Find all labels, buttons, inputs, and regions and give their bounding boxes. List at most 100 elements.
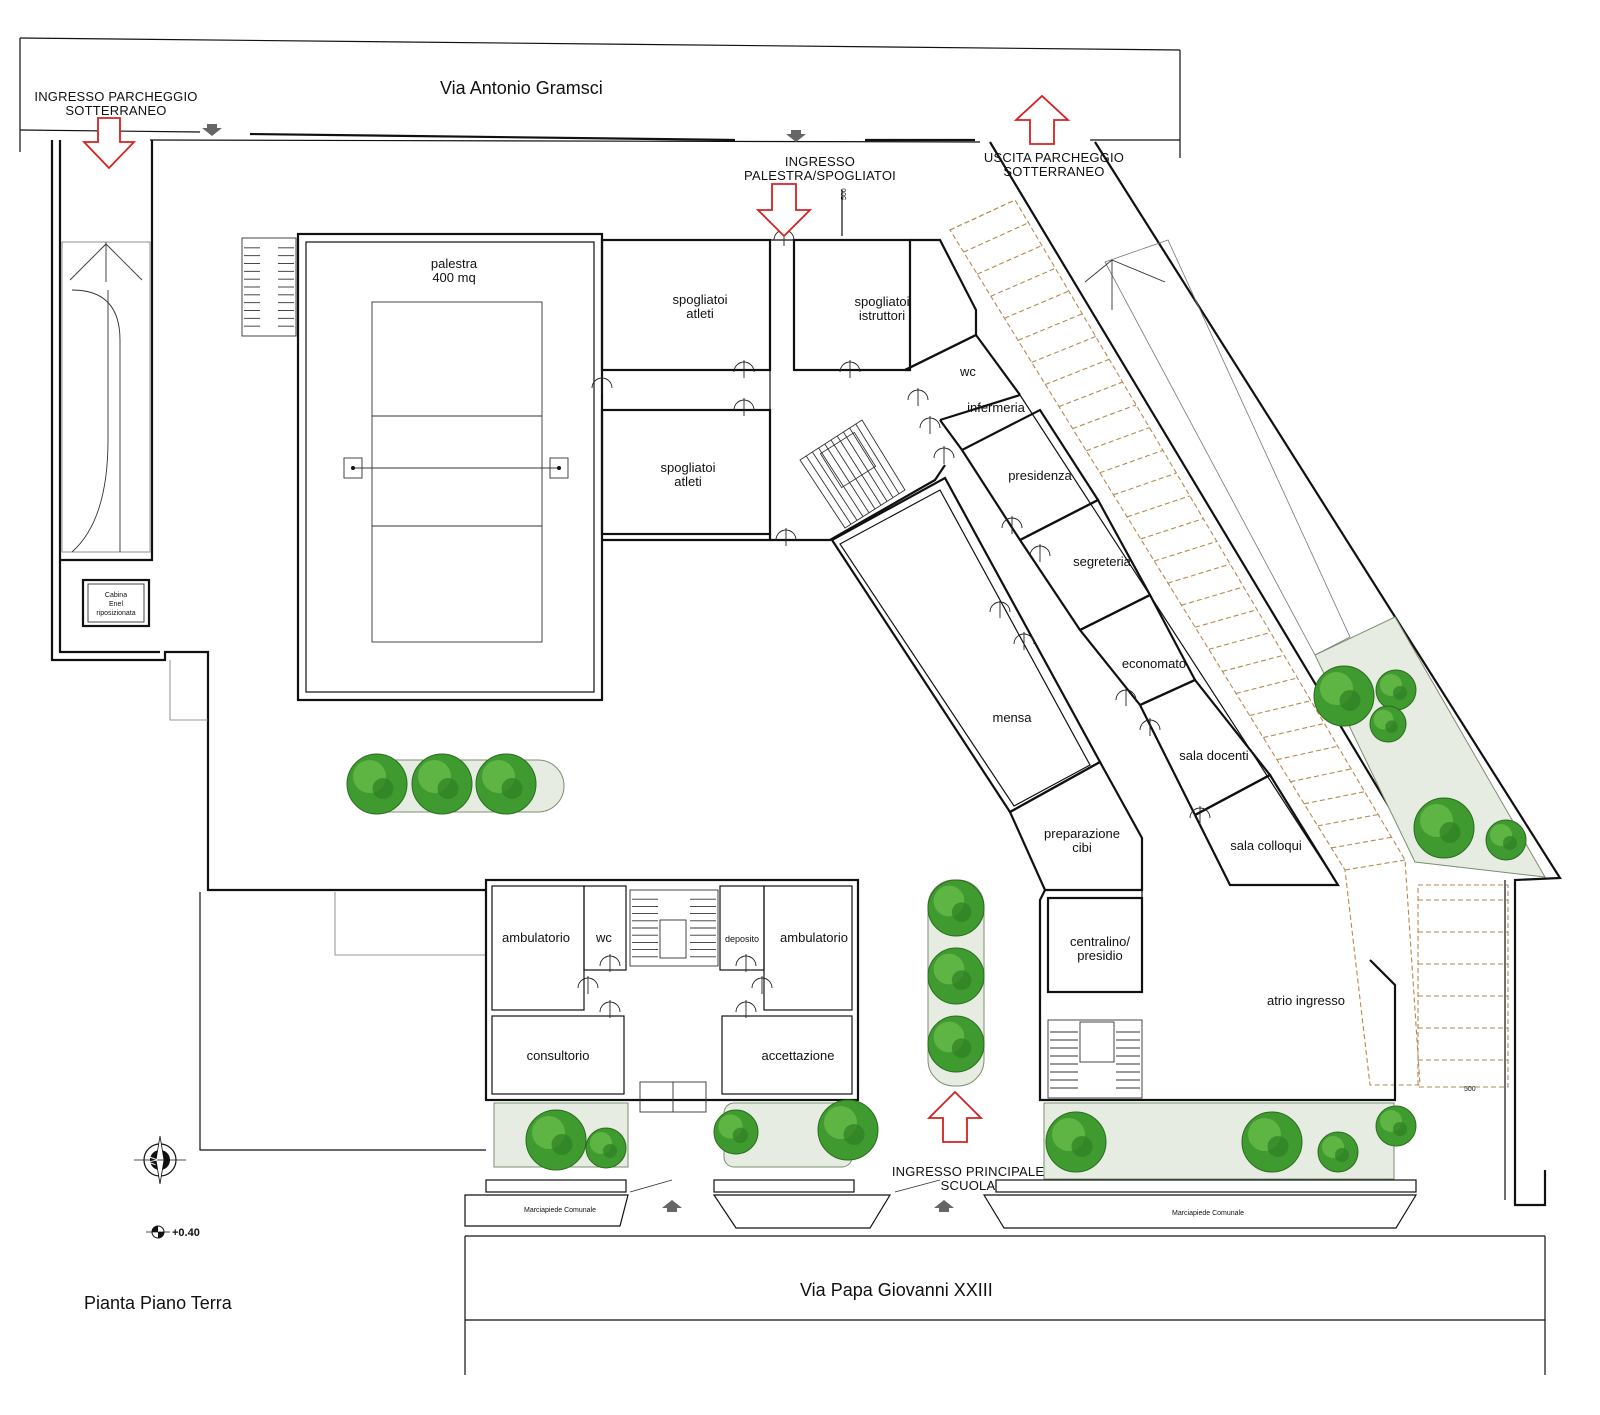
room-presidenza: presidenza <box>1008 468 1072 483</box>
room-palestra: palestra <box>431 256 478 271</box>
locker-rooms <box>600 190 978 542</box>
door-icon <box>735 1000 757 1018</box>
central-stair <box>799 419 906 529</box>
room-spogliatoi-istruttori-b: istruttori <box>859 308 905 323</box>
door-icon <box>839 360 861 378</box>
room-centralino-b: presidio <box>1077 948 1123 963</box>
plan-caption: Pianta Piano Terra <box>84 1293 233 1313</box>
gym-entry-label-2: PALESTRA/SPOGLIATOI <box>744 168 896 183</box>
tree-icon <box>411 753 473 815</box>
tree-icon <box>585 1127 627 1169</box>
door-icon <box>733 398 755 416</box>
level-marker-icon <box>146 1225 170 1239</box>
door-icon <box>1139 718 1161 736</box>
gym-entry-arrow <box>755 183 813 238</box>
pedestrian-ramp <box>949 199 1509 1088</box>
tree-icon <box>1241 1111 1303 1173</box>
room-mensa: mensa <box>992 710 1032 725</box>
room-palestra-area: 400 mq <box>432 270 475 285</box>
room-sala-docenti: sala docenti <box>1179 748 1248 763</box>
site-perimeter <box>50 140 1562 1207</box>
south-street-edges <box>464 1235 1546 1375</box>
street-south-label: Via Papa Giovanni XXIII <box>800 1280 993 1300</box>
door-icon <box>733 360 755 378</box>
tree-icon <box>525 1109 587 1171</box>
room-segreteria: segreteria <box>1073 554 1132 569</box>
room-preparazione: preparazione <box>1044 826 1120 841</box>
door-icon <box>775 528 797 546</box>
room-ambulatorio-east: ambulatorio <box>780 930 848 945</box>
doors <box>577 228 1211 1018</box>
tree-icon <box>1375 669 1417 711</box>
access-arrows <box>81 94 1071 1143</box>
sidewalk-label-west: Marciapiede Comunale <box>524 1207 596 1214</box>
parking-exit-label-2: SOTTERRANEO <box>1003 164 1104 179</box>
room-sala-colloqui: sala colloqui <box>1230 838 1302 853</box>
tree-icon <box>713 1109 759 1155</box>
parking-ramp-west <box>61 241 151 553</box>
tree-icon <box>475 753 537 815</box>
tree-icon <box>1045 1111 1107 1173</box>
level-label: +0.40 <box>172 1227 200 1239</box>
labels: Via Antonio Gramsci Via Papa Giovanni XX… <box>34 78 1475 1313</box>
door-icon <box>735 954 757 972</box>
gym-stair <box>241 237 297 337</box>
room-spogliatoi-atleti-1b: atleti <box>686 306 714 321</box>
room-spogliatoi-atleti-1: spogliatoi <box>673 292 728 307</box>
room-atrio-ingresso: atrio ingresso <box>1267 993 1345 1008</box>
cabina-label-1: Cabina <box>105 592 127 599</box>
cabina-enel <box>81 578 151 628</box>
door-icon <box>751 976 773 994</box>
gym-entry-label: INGRESSO <box>785 154 855 169</box>
dimension-500-north: 500 <box>841 188 848 200</box>
main-entry-label: INGRESSO PRINCIPALE <box>892 1164 1045 1179</box>
tree-icon <box>346 753 408 815</box>
parking-exit-label: USCITA PARCHEGGIO <box>984 150 1124 165</box>
compass-icon <box>134 1135 186 1185</box>
room-economato: economato <box>1122 656 1186 671</box>
cabina-label-2: Enel <box>109 601 123 608</box>
door-icon <box>1029 544 1051 562</box>
door-icon <box>1001 516 1023 534</box>
room-wc-north: wc <box>959 364 976 379</box>
north-street-edges <box>19 37 1181 158</box>
door-icon <box>1115 688 1137 706</box>
room-deposito: deposito <box>725 934 759 944</box>
main-entry-label-2: SCUOLA <box>941 1178 996 1193</box>
cabina-label-3: riposizionata <box>96 610 135 617</box>
door-icon <box>1013 632 1035 650</box>
room-ambulatorio-west: ambulatorio <box>502 930 570 945</box>
tree-icon <box>1317 1131 1359 1173</box>
door-icon <box>599 954 621 972</box>
room-preparazione-b: cibi <box>1072 840 1092 855</box>
tree-icon <box>1313 665 1375 727</box>
door-icon <box>919 416 941 434</box>
tree-icon <box>927 1015 985 1073</box>
sidewalks <box>464 1179 1418 1229</box>
street-north-label: Via Antonio Gramsci <box>440 78 603 98</box>
main-entry-arrow <box>926 1090 984 1143</box>
parking-entry-label: INGRESSO PARCHEGGIO <box>34 89 197 104</box>
tree-icon <box>817 1099 879 1161</box>
door-icon <box>989 600 1011 618</box>
tree-icon <box>1413 797 1475 859</box>
tree-icon <box>1375 1105 1417 1147</box>
mensa-wing <box>830 476 1397 1102</box>
compass-north-label: N <box>147 1155 161 1167</box>
door-icon <box>577 976 599 994</box>
room-spogliatoi-atleti-2b: atleti <box>674 474 702 489</box>
room-consultorio: consultorio <box>527 1048 590 1063</box>
room-accettazione: accettazione <box>762 1048 835 1063</box>
sidewalk-label-east: Marciapiede Comunale <box>1172 1210 1244 1217</box>
room-centralino: centralino/ <box>1070 934 1130 949</box>
door-icon <box>907 388 929 406</box>
room-infermeria: infermeria <box>967 400 1026 415</box>
tree-icon <box>1369 705 1407 743</box>
parking-exit-arrow <box>1013 94 1071 145</box>
room-wc-clinic: wc <box>595 930 612 945</box>
parking-entry-label-2: SOTTERRANEO <box>65 103 166 118</box>
parking-entry-arrow <box>81 117 137 170</box>
admin-wing <box>904 333 1340 887</box>
trees <box>346 665 1527 1173</box>
